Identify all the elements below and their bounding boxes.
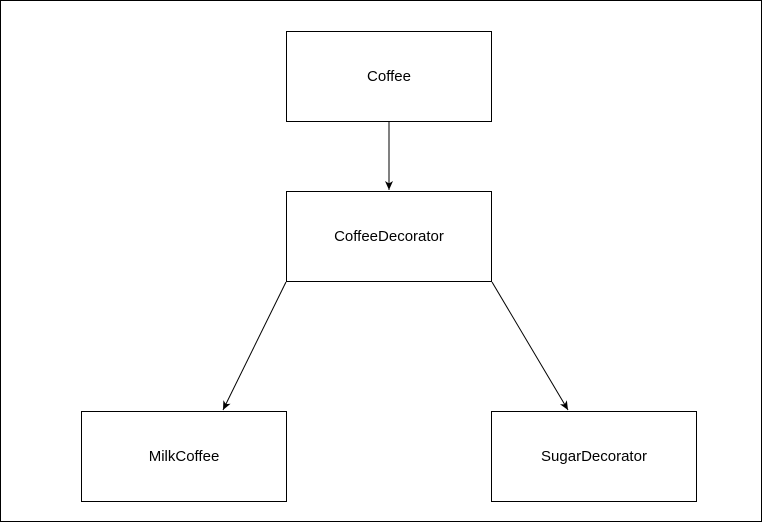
node-milk-coffee-label: MilkCoffee	[148, 448, 220, 465]
node-sugar-decorator-label: SugarDecorator	[541, 448, 647, 465]
node-sugar-decorator[interactable]: SugarDecorator	[491, 411, 697, 502]
node-coffee-label: Coffee	[367, 68, 411, 85]
node-coffee-decorator-label: CoffeeDecorator	[334, 228, 444, 245]
node-milk-coffee[interactable]: MilkCoffee	[81, 411, 287, 502]
node-coffee[interactable]: Coffee	[286, 31, 492, 122]
node-coffee-decorator[interactable]: CoffeeDecorator	[286, 191, 492, 282]
edge-decorator-to-sugardecorator	[491, 281, 569, 411]
edge-decorator-to-milkcoffee	[222, 281, 287, 411]
